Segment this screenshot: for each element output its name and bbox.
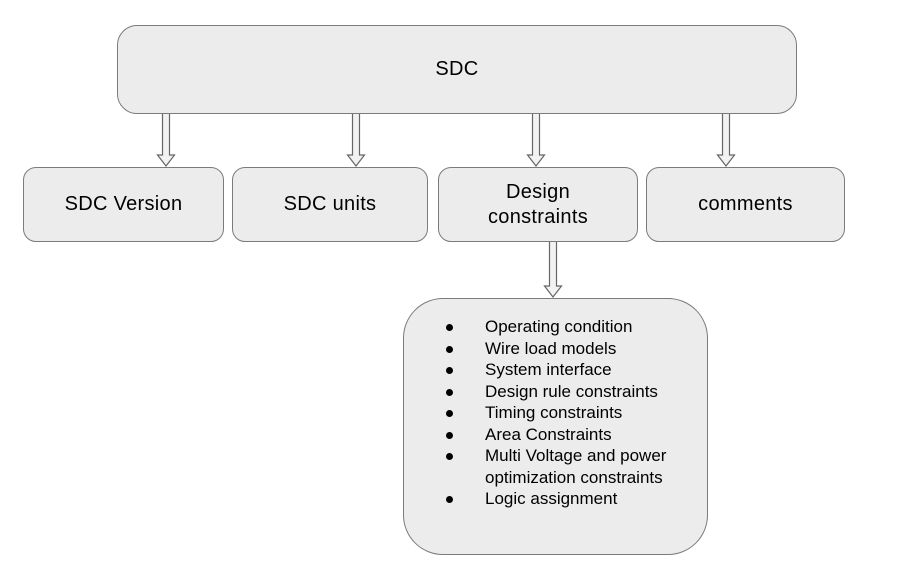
bullet-icon: [446, 410, 453, 417]
node-comments: comments: [646, 167, 845, 242]
down-arrow-icon: [526, 114, 546, 167]
list-item-label: Design rule constraints: [485, 381, 658, 401]
list-item: System interface: [404, 359, 695, 381]
node-sdc-units: SDC units: [232, 167, 428, 242]
down-arrow-icon: [156, 114, 176, 167]
design-constraints-detail-box: Operating condition Wire load models Sys…: [403, 298, 708, 555]
node-design-constraints-label: Design constraints: [487, 180, 588, 228]
list-item: Multi Voltage and power optimization con…: [404, 445, 695, 488]
node-sdc: SDC: [117, 25, 797, 114]
list-item-label: Wire load models: [485, 338, 617, 358]
bullet-icon: [446, 324, 453, 331]
detail-list: Operating condition Wire load models Sys…: [404, 299, 707, 510]
bullet-icon: [446, 345, 453, 353]
down-arrow-icon: [346, 114, 366, 167]
list-item: Area Constraints: [404, 424, 695, 446]
node-sdc-units-label: SDC units: [283, 193, 377, 215]
node-sdc-version: SDC Version: [23, 167, 224, 242]
list-item-label: Area Constraints: [485, 424, 612, 444]
list-item: Wire load models: [404, 338, 695, 360]
bullet-icon: [446, 496, 453, 503]
list-item: Design rule constraints: [404, 381, 695, 403]
node-comments-label: comments: [698, 193, 793, 215]
list-item-label: Operating condition: [485, 317, 633, 336]
node-design-constraints: Design constraints: [438, 167, 638, 242]
bullet-icon: [446, 388, 453, 396]
list-item: Logic assignment: [404, 488, 695, 510]
bullet-icon: [446, 431, 453, 439]
node-sdc-label: SDC: [435, 58, 479, 80]
down-arrow-icon: [716, 114, 736, 167]
node-sdc-version-label: SDC Version: [64, 193, 183, 215]
list-item-label: Logic assignment: [485, 489, 618, 508]
list-item-label: Timing constraints: [485, 403, 623, 422]
bullet-icon: [446, 453, 453, 460]
list-item: Operating condition: [404, 316, 695, 338]
down-arrow-icon: [543, 242, 563, 298]
list-item-label: Multi Voltage and power optimization con…: [485, 446, 667, 487]
list-item: Timing constraints: [404, 402, 695, 424]
bullet-icon: [446, 367, 453, 374]
list-item-label: System interface: [485, 360, 612, 379]
